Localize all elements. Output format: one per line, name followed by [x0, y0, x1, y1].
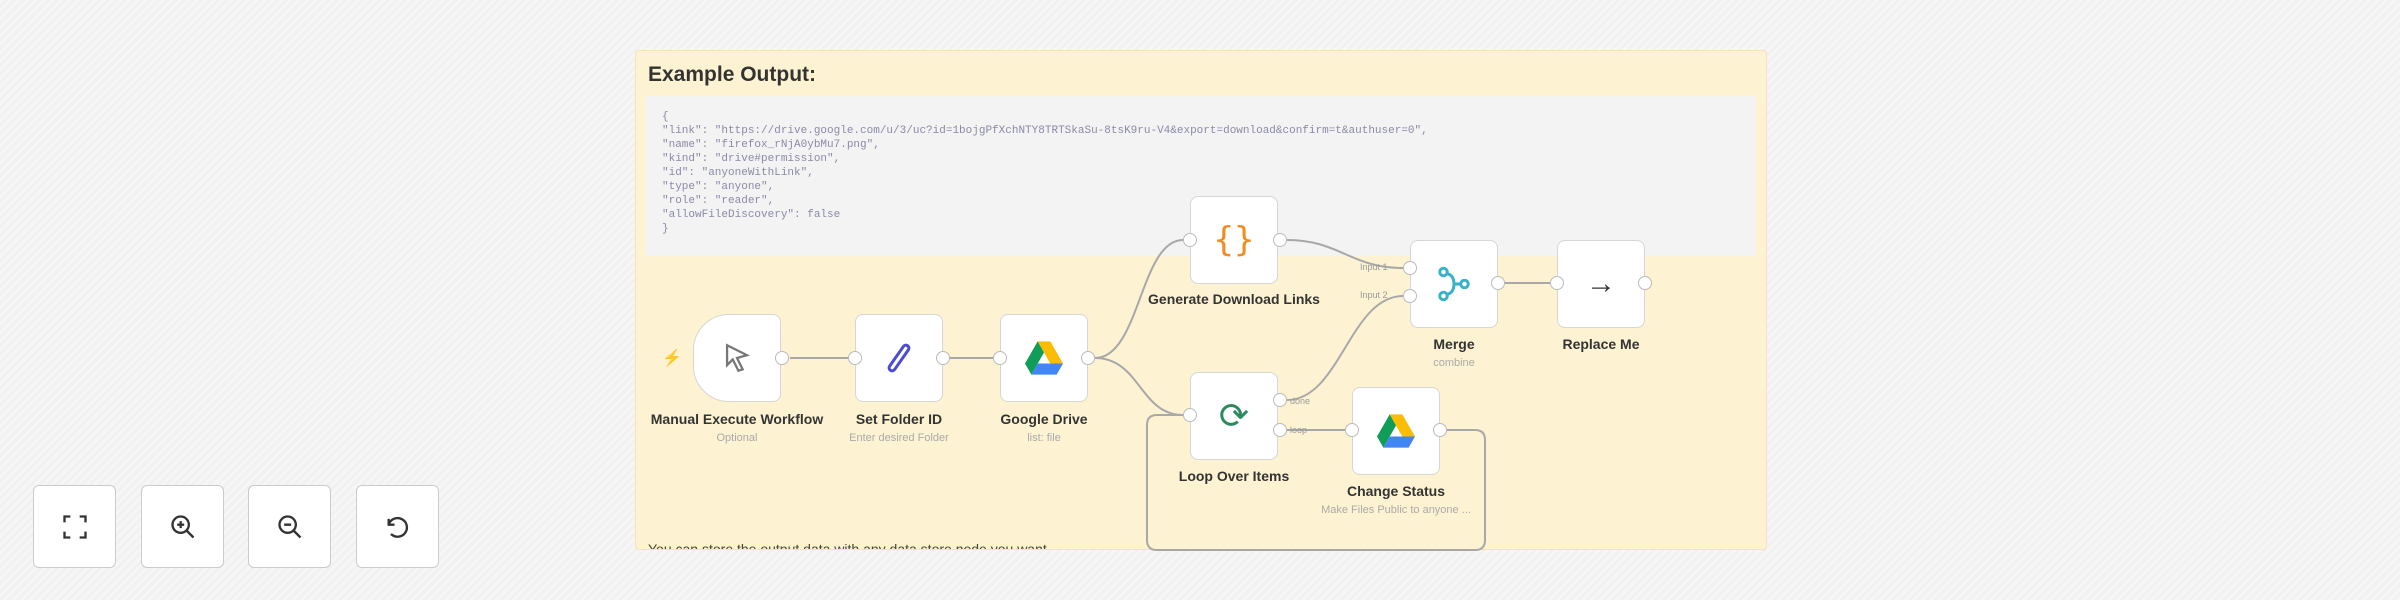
- wire-gdrive-loop: [1094, 357, 1184, 416]
- port-label-loop: loop: [1290, 425, 1308, 435]
- google-drive-icon: [1377, 414, 1415, 448]
- port-label-input-1: Input 1: [1360, 262, 1388, 272]
- node-manual-execute[interactable]: [693, 314, 781, 402]
- node-change-status[interactable]: [1352, 387, 1440, 475]
- input-handle[interactable]: [1183, 408, 1197, 422]
- node-loop-over-items[interactable]: ⟳: [1190, 372, 1278, 460]
- node-set-folder-id[interactable]: [855, 314, 943, 402]
- output-handle[interactable]: [775, 351, 789, 365]
- output-handle[interactable]: [1081, 351, 1095, 365]
- output-handle[interactable]: [936, 351, 950, 365]
- input-handle[interactable]: [1345, 423, 1359, 437]
- undo-icon: [387, 516, 408, 538]
- merge-icon: [1438, 266, 1470, 302]
- trigger-bolt-icon: ⚡: [662, 350, 682, 367]
- sticky-footer: You can store the output data with any d…: [648, 541, 1051, 550]
- output-handle[interactable]: [1273, 233, 1287, 247]
- zoom-in-button[interactable]: [141, 485, 224, 568]
- output-handle[interactable]: [1433, 423, 1447, 437]
- zoom-in-icon: [170, 514, 194, 538]
- cursor-icon: [725, 343, 751, 373]
- node-replace-me[interactable]: →: [1557, 240, 1645, 328]
- google-drive-icon: [1025, 341, 1063, 375]
- input-handle-2[interactable]: [1403, 289, 1417, 303]
- node-label: Replace Me: [1562, 336, 1640, 352]
- input-handle[interactable]: [1550, 276, 1564, 290]
- node-merge[interactable]: [1410, 240, 1498, 328]
- pencil-icon: [887, 343, 911, 373]
- node-generate-download-links[interactable]: {}: [1190, 196, 1278, 284]
- wire-generate-merge: [1286, 239, 1404, 269]
- input-handle[interactable]: [1183, 233, 1197, 247]
- sticky-title: Example Output:: [648, 63, 817, 86]
- input-handle-1[interactable]: [1403, 261, 1417, 275]
- input-handle[interactable]: [848, 351, 862, 365]
- reset-zoom-button[interactable]: [356, 485, 439, 568]
- wire-change-loop: [1146, 414, 1486, 551]
- output-handle-loop[interactable]: [1273, 423, 1287, 437]
- output-handle-done[interactable]: [1273, 393, 1287, 407]
- input-handle[interactable]: [993, 351, 1007, 365]
- code-braces-icon: {}: [1213, 220, 1255, 260]
- port-label-done: done: [1290, 396, 1311, 406]
- loop-icon: ⟳: [1218, 395, 1250, 436]
- node-label: Generate Download Links: [1148, 291, 1320, 307]
- wire-gdrive-generate: [1094, 239, 1184, 359]
- output-handle[interactable]: [1491, 276, 1505, 290]
- zoom-out-icon: [277, 514, 301, 538]
- node-google-drive[interactable]: [1000, 314, 1088, 402]
- fit-view-button[interactable]: [33, 485, 116, 568]
- arrow-right-icon: →: [1586, 267, 1616, 300]
- zoom-out-button[interactable]: [248, 485, 331, 568]
- fullscreen-icon: [62, 514, 87, 539]
- node-label: Loop Over Items: [1178, 468, 1290, 484]
- wire-loop-merge: [1286, 295, 1404, 401]
- port-label-input-2: Input 2: [1360, 290, 1388, 300]
- output-handle[interactable]: [1638, 276, 1652, 290]
